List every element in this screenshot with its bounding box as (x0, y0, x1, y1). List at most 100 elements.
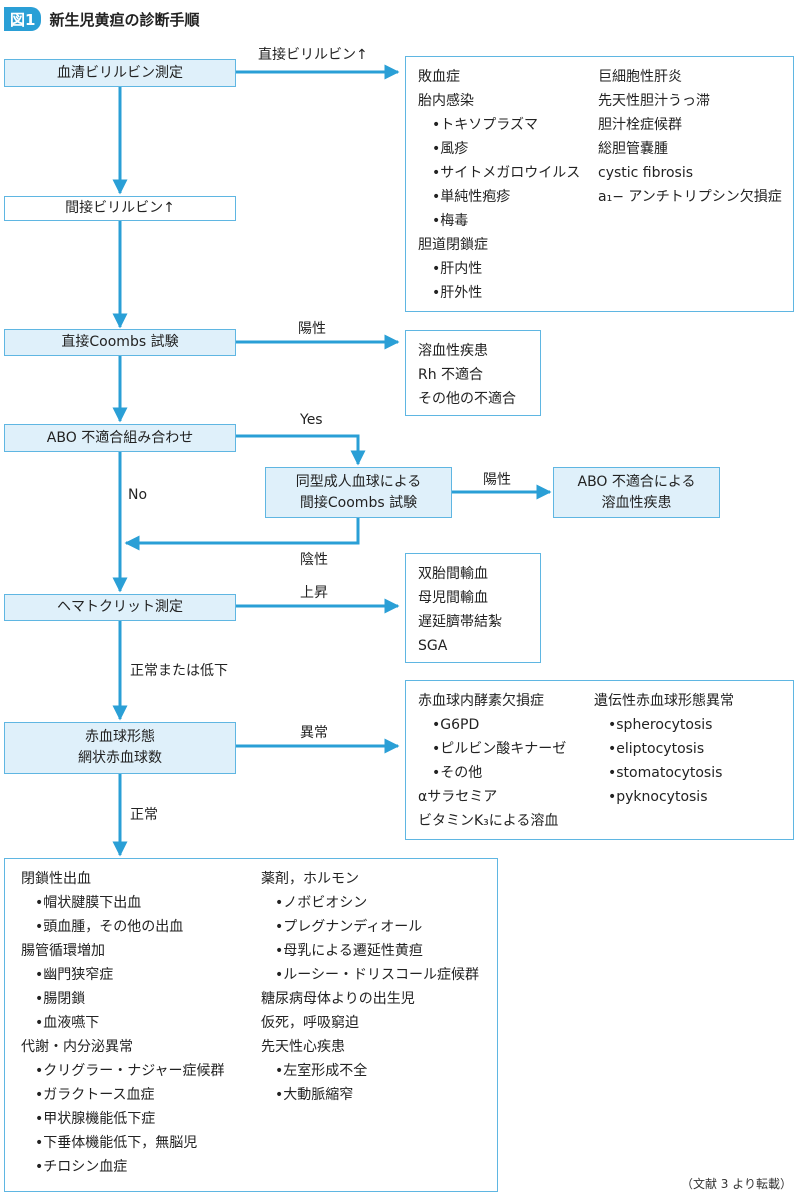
rbc-causes-left: 赤血球内酵素欠損症 •G6PD •ピルビン酸キナーゼ •その他 αサラセミアビタミンK₃… (418, 689, 566, 833)
list-item: •チロシン血症 (35, 1159, 128, 1175)
figure-title: 新生児黄疸の診断手順 (49, 10, 200, 29)
rbc-morphology-line1: 赤血球形態 (85, 729, 155, 745)
list-item: その他の不適合 (418, 391, 516, 407)
list-item: •腸閉鎖 (35, 991, 86, 1007)
list-item: 巨細胞性肝炎 (598, 69, 682, 85)
label-coombs-positive: 陽性 (298, 321, 326, 337)
list-item: 閉鎖性出血 (21, 871, 91, 887)
arrow-abo-yes (236, 434, 366, 466)
list-item: •肝外性 (432, 285, 483, 301)
list-item: •ルーシー・ドリスコール症候群 (275, 967, 479, 983)
list-item: •甲状腺機能低下症 (35, 1111, 156, 1127)
label-abnormal: 異常 (300, 725, 328, 741)
list-item: 母児間輸血 (418, 590, 488, 606)
list-item: 腸管循環増加 (21, 943, 105, 959)
list-item: •pyknocytosis (608, 789, 708, 805)
list-item: 代謝・内分泌異常 (21, 1039, 133, 1055)
list-item: a₁− アンチトリプシン欠損症 (598, 189, 782, 205)
list-item: 赤血球内酵素欠損症 (418, 693, 544, 709)
direct-bilirubin-causes: 敗血症胎内感染 •トキソプラズマ •風疹 •サイトメガロウイルス •単純性疱疹 •梅毒胆道… (405, 56, 794, 312)
abo-combination-label: ABO 不適合組み合わせ (46, 429, 194, 446)
direct-coombs-label: 直接Coombs 試験 (61, 334, 179, 350)
arrow-sametype-negative (124, 518, 360, 551)
final-causes: 閉鎖性出血 •帽状腱膜下出血 •頭血腫，その他の出血腸管循環増加 •幽門狭窄症 •腸閉鎖… (4, 858, 498, 1192)
list-item: •ノボビオシン (275, 895, 368, 911)
label-normal-or-low: 正常または低下 (130, 663, 228, 679)
list-item: 溶血性疾患 (418, 343, 488, 359)
label-sametype-positive: 陽性 (483, 472, 511, 488)
list-item: 胆道閉鎖症 (418, 237, 488, 253)
hemolytic-causes-list: 溶血性疾患 Rh 不適合その他の不適合 (418, 339, 516, 411)
list-item: SGA (418, 638, 448, 654)
rbc-causes-right: 遺伝性赤血球形態異常•spherocytosis•eliptocytosis•s… (594, 689, 734, 809)
list-item: •stomatocytosis (608, 765, 723, 781)
list-item: •ピルビン酸キナーゼ (432, 741, 567, 757)
serum-bilirubin-box: 血清ビリルビン測定 (4, 59, 236, 87)
hemolytic-causes: 溶血性疾患 Rh 不適合その他の不適合 (405, 330, 541, 416)
list-item: •幽門狭窄症 (35, 967, 114, 983)
final-causes-left: 閉鎖性出血 •帽状腱膜下出血 •頭血腫，その他の出血腸管循環増加 •幽門狭窄症 •腸閉鎖… (21, 867, 225, 1179)
rbc-morphology-line2: 網状赤血球数 (78, 750, 162, 766)
list-item: •左室形成不全 (275, 1063, 368, 1079)
list-item: cystic fibrosis (598, 165, 693, 181)
list-item: •母乳による遷延性黄疸 (275, 943, 423, 959)
same-type-coombs-line2: 間接Coombs 試験 (299, 494, 418, 511)
label-no: No (128, 487, 148, 503)
list-item: 先天性胆汁うっ滞 (598, 93, 710, 109)
list-item: •頭血腫，その他の出血 (35, 919, 184, 935)
list-item: 糖尿病母体よりの出生児 (261, 991, 415, 1007)
list-item: •血液嚥下 (35, 1015, 100, 1031)
list-item: 胎内感染 (418, 93, 474, 109)
list-item: 総胆管嚢腫 (598, 141, 668, 157)
label-yes: Yes (300, 412, 323, 428)
list-item: 遺伝性赤血球形態異常 (594, 693, 734, 709)
list-item: 遅延臍帯結紮 (418, 614, 502, 630)
list-item: 双胎間輸血 (418, 566, 488, 582)
label-negative: 陰性 (300, 552, 328, 568)
direct-causes-right: 巨細胞性肝炎先天性胆汁うっ滞胆汁栓症候群総胆管嚢腫 cystic fibrosis… (598, 65, 782, 209)
list-item: •クリグラー・ナジャー症候群 (35, 1063, 225, 1079)
abo-hemolytic-line2: 溶血性疾患 (601, 494, 672, 511)
label-normal: 正常 (130, 807, 158, 823)
hematocrit-causes: 双胎間輸血母児間輸血遅延臍帯結紮 SGA (405, 553, 541, 663)
abo-hemolytic-box: ABO 不適合による 溶血性疾患 (553, 467, 720, 518)
list-item: •下垂体機能低下，無脳児 (35, 1135, 198, 1151)
list-item: •ガラクトース血症 (35, 1087, 155, 1103)
hematocrit-label: ヘマトクリット測定 (57, 599, 183, 615)
final-causes-right: 薬剤，ホルモン•ノボビオシン•プレグナンディオール•母乳による遷延性黄疸•ルーシ… (261, 867, 479, 1107)
direct-causes-left: 敗血症胎内感染 •トキソプラズマ •風疹 •サイトメガロウイルス •単純性疱疹 •梅毒胆道… (418, 65, 580, 305)
rbc-causes: 赤血球内酵素欠損症 •G6PD •ピルビン酸キナーゼ •その他 αサラセミアビタミンK₃… (405, 680, 794, 840)
indirect-bilirubin-box: 間接ビリルビン↑ (4, 196, 236, 221)
citation: （文献 3 より転載） (680, 1177, 792, 1191)
list-item: 仮死，呼吸窮迫 (261, 1015, 359, 1031)
list-item: •梅毒 (432, 213, 469, 229)
hematocrit-causes-list: 双胎間輸血母児間輸血遅延臍帯結紮 SGA (418, 562, 502, 658)
abo-hemolytic-line1: ABO 不適合による (577, 473, 696, 490)
list-item: αサラセミア (418, 789, 498, 805)
list-item: •その他 (432, 765, 483, 781)
list-item: •単純性疱疹 (432, 189, 511, 205)
label-direct-bilirubin: 直接ビリルビン↑ (258, 47, 368, 63)
hematocrit-box: ヘマトクリット測定 (4, 594, 236, 621)
rbc-morphology-box: 赤血球形態 網状赤血球数 (4, 722, 236, 774)
indirect-bilirubin-label: 間接ビリルビン↑ (65, 200, 175, 216)
serum-bilirubin-label: 血清ビリルビン測定 (57, 64, 183, 81)
list-item: •風疹 (432, 141, 469, 157)
list-item: •spherocytosis (608, 717, 713, 733)
list-item: •トキソプラズマ (432, 117, 538, 133)
figure-header: 図1 新生児黄疸の診断手順 (4, 6, 199, 32)
list-item: 敗血症 (418, 69, 460, 85)
list-item: Rh 不適合 (418, 367, 484, 383)
list-item: ビタミンK₃による溶血 (418, 813, 559, 829)
list-item: 胆汁栓症候群 (598, 117, 682, 133)
list-item: •帽状腱膜下出血 (35, 895, 142, 911)
label-rise: 上昇 (300, 585, 328, 601)
list-item: •G6PD (432, 717, 480, 733)
list-item: •サイトメガロウイルス (432, 165, 581, 181)
same-type-coombs-box: 同型成人血球による 間接Coombs 試験 (265, 467, 452, 518)
abo-combination-box: ABO 不適合組み合わせ (4, 424, 236, 452)
same-type-coombs-line1: 同型成人血球による (295, 473, 422, 490)
list-item: •肝内性 (432, 261, 483, 277)
figure-badge: 図1 (4, 7, 42, 31)
